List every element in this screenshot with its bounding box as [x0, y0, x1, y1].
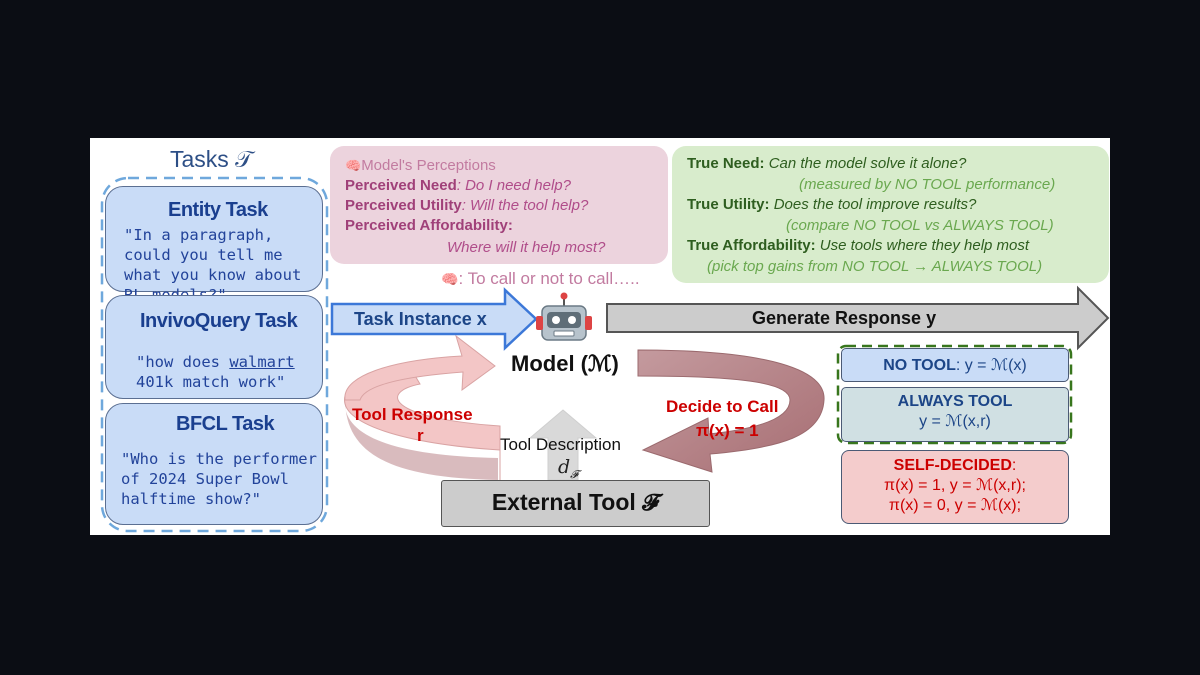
true-affordability: True Affordability: Use tools where they…	[687, 237, 1030, 254]
bfcl-task-text: "Who is the performer of 2024 Super Bowl…	[121, 450, 317, 508]
perceived-affordability-text: Where will it help most?	[447, 239, 606, 256]
tool-description-arrow	[528, 409, 598, 481]
true-utility: True Utility: Does the tool improve resu…	[687, 196, 977, 213]
entity-task-text: "In a paragraph, could you tell me what …	[124, 225, 320, 305]
perceptions-box: 🧠Model's Perceptions Perceived Need: Do …	[330, 146, 668, 264]
invivoquery-task-box[interactable]: InvivoQuery Task "how does walmart 401k …	[105, 295, 323, 399]
decide-pi-label: π(x) = 1	[696, 421, 759, 440]
tool-response-lower	[344, 400, 498, 480]
tool-response-arc-top	[344, 334, 496, 401]
entity-task-box[interactable]: Entity Task "In a paragraph, could you t…	[105, 186, 323, 304]
invivoquery-task-title: InvivoQuery Task	[140, 310, 298, 332]
tasks-container	[100, 176, 329, 533]
no-tool-text: NO TOOL: y = ℳ(x)	[883, 357, 1027, 374]
tool-response-label: Tool Response	[352, 405, 473, 424]
tasks-title: Tasks 𝒯	[170, 146, 253, 172]
true-affordability-sub: (pick top gains from NO TOOL → ALWAYS TO…	[707, 258, 1043, 275]
self-decided-eq2: π(x) = 0, y = ℳ(x);	[888, 497, 1022, 514]
perceived-affordability: Perceived Affordability:	[345, 217, 513, 234]
true-need: True Need: Can the model solve it alone?	[687, 155, 967, 172]
invivoquery-task-text: "how does walmart 401k match work"	[136, 353, 295, 391]
perceptions-header: 🧠Model's Perceptions	[345, 157, 496, 174]
tool-response-r: r	[417, 426, 424, 445]
baseline-responses-container	[836, 344, 1073, 445]
no-tool-box[interactable]: NO TOOL: y = ℳ(x)	[841, 348, 1069, 382]
brain-icon: 🧠	[345, 158, 362, 173]
task-instance-label: Task Instance x	[354, 309, 487, 329]
generate-response-label: Generate Response y	[752, 308, 937, 328]
always-tool-box[interactable]: ALWAYS TOOL y = ℳ(x,r)	[841, 387, 1069, 442]
diagram-canvas: Tasks 𝒯 Entity Task "In a paragraph, cou…	[90, 138, 1110, 535]
decide-call-arc	[637, 349, 825, 473]
bfcl-task-title: BFCL Task	[176, 413, 275, 435]
brain-icon-small: 🧠	[441, 271, 459, 287]
walmart-link[interactable]: walmart	[229, 353, 295, 371]
task-instance-arrow	[330, 287, 538, 351]
tool-description-label: Tool Description	[500, 435, 621, 454]
self-decided-eq1: π(x) = 1, y = ℳ(x,r);	[884, 477, 1026, 494]
model-label: Model (ℳ)	[511, 351, 619, 376]
bfcl-task-box[interactable]: BFCL Task "Who is the performer of 2024 …	[105, 403, 323, 525]
external-tool-label: External Tool 𝓕	[491, 489, 660, 515]
generate-response-arrow	[606, 285, 1110, 351]
self-decided-label: SELF-DECIDED:	[893, 457, 1017, 474]
perceived-utility: Perceived Utility: Will the tool help?	[345, 197, 589, 214]
true-utility-sub: (compare NO TOOL vs ALWAYS TOOL)	[786, 217, 1054, 234]
truths-box: True Need: Can the model solve it alone?…	[672, 146, 1109, 283]
diagram-shapes	[100, 176, 1110, 533]
robot-icon	[536, 292, 592, 341]
decide-call-label: Decide to Call	[666, 397, 779, 416]
to-call-text: 🧠: To call or not to call…..	[441, 269, 640, 288]
external-tool-box[interactable]: External Tool 𝓕	[441, 480, 710, 527]
true-need-sub: (measured by NO TOOL performance)	[799, 176, 1056, 193]
always-tool-label: ALWAYS TOOL	[897, 393, 1013, 410]
self-decided-box[interactable]: SELF-DECIDED: π(x) = 1, y = ℳ(x,r); π(x)…	[841, 450, 1069, 524]
always-tool-eq: y = ℳ(x,r)	[919, 413, 991, 430]
tool-description-symbol: d𝓕	[558, 456, 579, 481]
entity-task-title: Entity Task	[168, 199, 268, 221]
perceived-need: Perceived Need: Do I need help?	[345, 177, 571, 194]
